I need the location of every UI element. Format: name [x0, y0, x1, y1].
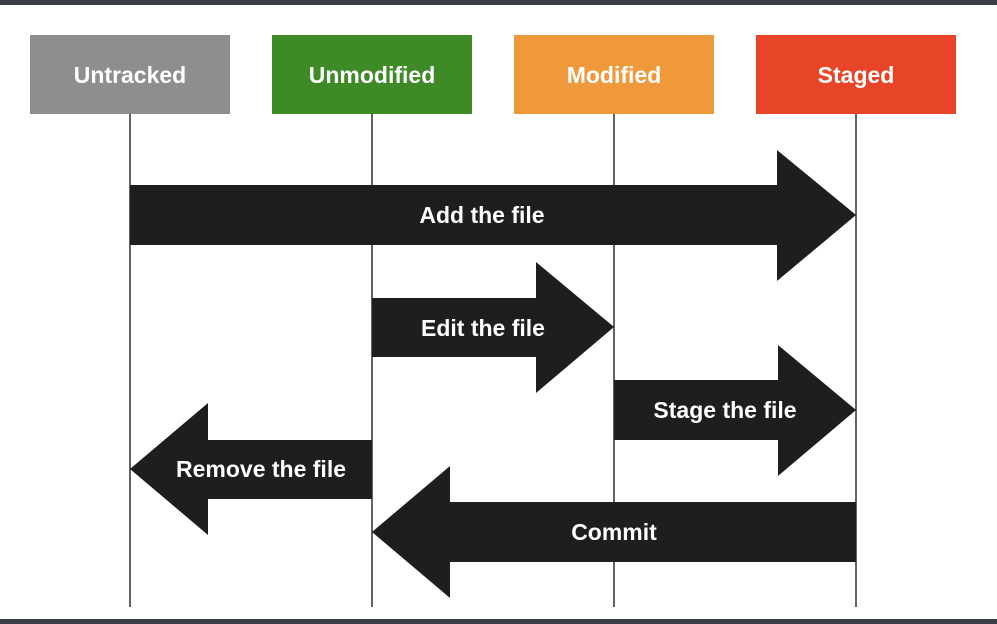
state-untracked: Untracked: [30, 35, 230, 114]
transition-commit: Commit: [372, 466, 856, 598]
arrow-label-add: Add the file: [419, 202, 544, 228]
transition-remove: Remove the file: [130, 403, 372, 535]
arrow-label-edit: Edit the file: [421, 315, 545, 341]
arrow-edit: [372, 262, 614, 393]
state-modified: Modified: [514, 35, 714, 114]
state-box-modified: [514, 35, 714, 114]
arrow-label-commit: Commit: [571, 519, 657, 545]
state-box-staged: [756, 35, 956, 114]
state-unmodified: Unmodified: [272, 35, 472, 114]
state-label-modified: Modified: [567, 62, 662, 88]
arrow-remove: [130, 403, 372, 535]
arrow-label-remove: Remove the file: [176, 456, 346, 482]
state-staged: Staged: [756, 35, 956, 114]
bottom-border: [0, 619, 997, 624]
top-border: [0, 0, 997, 5]
state-label-unmodified: Unmodified: [309, 62, 436, 88]
arrow-label-stage: Stage the file: [653, 397, 796, 423]
state-label-staged: Staged: [818, 62, 895, 88]
arrow-commit: [372, 466, 856, 598]
transition-add: Add the file: [130, 150, 856, 281]
transition-edit: Edit the file: [372, 262, 614, 393]
arrow-stage: [614, 345, 856, 476]
arrow-add: [130, 150, 856, 281]
transition-stage: Stage the file: [614, 345, 856, 476]
state-box-untracked: [30, 35, 230, 114]
state-box-unmodified: [272, 35, 472, 114]
state-label-untracked: Untracked: [74, 62, 186, 88]
